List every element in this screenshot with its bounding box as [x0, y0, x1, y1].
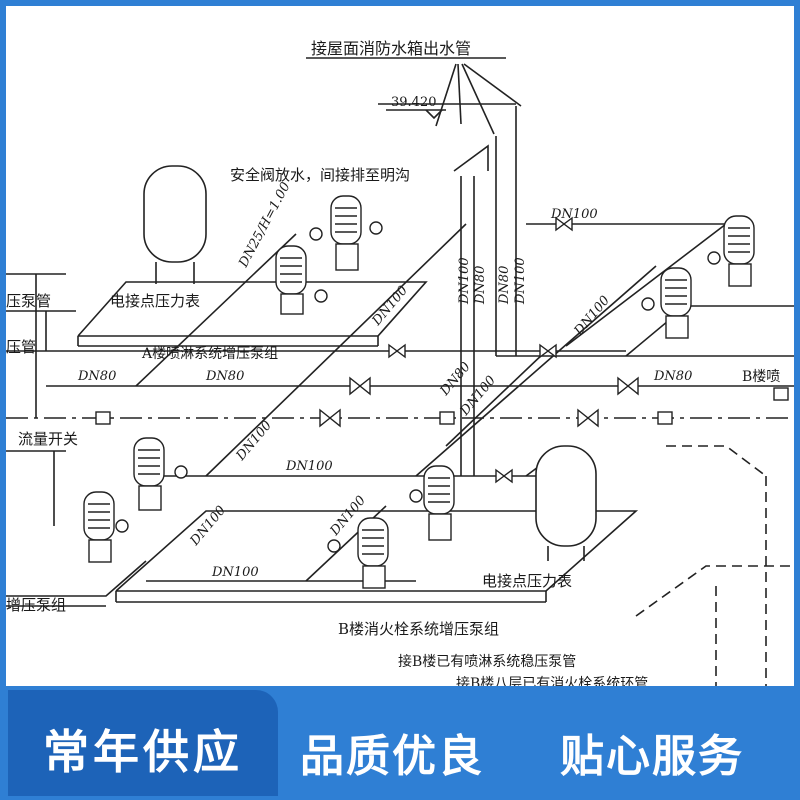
- pump-b2: [357, 517, 389, 589]
- dn-label: DN100: [571, 293, 613, 339]
- dn-label: DN100: [550, 207, 598, 222]
- pressure-tank-b: [535, 445, 597, 547]
- dn-label: DN80: [77, 369, 116, 384]
- dn-label: DN80: [205, 369, 244, 384]
- badge-text: 常年供应: [43, 725, 243, 779]
- pump-b1: [423, 465, 455, 541]
- dn-label: DN100: [457, 257, 472, 305]
- dn-label: DN80: [653, 369, 692, 384]
- diagram-svg: 接屋面消防水箱出水管 39.420 安全阀放水，间接排至明沟 DN25/H=1.…: [6, 39, 794, 686]
- platform-a: [77, 281, 428, 337]
- connect-label-1: 接B楼已有喷淋系统稳压泵管: [398, 653, 576, 670]
- pump-r1: [723, 215, 755, 287]
- dn-label: DN100: [285, 459, 333, 474]
- slogan-service: 贴心服务: [560, 731, 744, 782]
- group-left-label: 增压泵组: [6, 596, 66, 614]
- slogan-quality: 品质优良: [300, 731, 484, 782]
- pressure-gauge-b-label: 电接点压力表: [482, 572, 572, 590]
- dn-label: DN80: [437, 360, 474, 400]
- pump-r2: [660, 267, 692, 339]
- pump-a1: [330, 195, 362, 271]
- connect-label-2: 接B楼八层已有消火栓系统环管: [456, 675, 648, 686]
- left-pipe-1: 压泵管: [6, 292, 51, 310]
- supply-badge: 常年供应: [8, 690, 278, 796]
- pump-l1: [133, 437, 165, 511]
- dn-label: DN100: [233, 418, 275, 464]
- pressure-tank-a: [143, 165, 207, 263]
- right-cut-label: B楼喷: [742, 369, 780, 385]
- dn-label: DN80: [473, 266, 488, 305]
- elevation-label: 39.420: [391, 95, 437, 110]
- platform-b: [115, 510, 639, 592]
- dn-label: DN100: [211, 565, 259, 580]
- dn-label: DN80: [497, 266, 512, 305]
- flow-switch-label: 流量开关: [18, 430, 78, 448]
- group-b-label: B楼消火栓系统增压泵组: [338, 620, 499, 638]
- dn-label: DN100: [187, 503, 229, 549]
- group-a-label: A楼喷淋系统增压泵组: [141, 346, 278, 362]
- flow-switch-icon: [95, 411, 111, 425]
- pressure-gauge-a-label: 电接点压力表: [110, 292, 200, 310]
- pump-l2: [83, 491, 115, 563]
- top-label: 接屋面消防水箱出水管: [311, 39, 471, 58]
- safety-valve-note: 安全阀放水，间接排至明沟: [230, 166, 410, 184]
- pump-a2: [275, 245, 307, 315]
- pump-system-diagram: 接屋面消防水箱出水管 39.420 安全阀放水，间接排至明沟 DN25/H=1.…: [6, 6, 794, 686]
- dn-label: DN100: [513, 257, 528, 305]
- left-pipe-2: 压管: [6, 338, 36, 356]
